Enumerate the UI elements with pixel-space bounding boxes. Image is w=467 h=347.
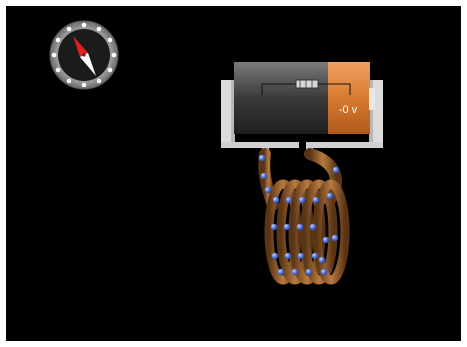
electron <box>271 252 279 260</box>
electron <box>283 223 291 231</box>
electron <box>277 268 285 276</box>
electron <box>264 186 272 194</box>
electron <box>331 234 339 242</box>
battery-positive-terminal <box>328 62 370 134</box>
electron <box>298 196 306 204</box>
electron <box>260 172 268 180</box>
electron <box>309 223 317 231</box>
compass[interactable] <box>49 20 119 90</box>
battery[interactable] <box>234 62 375 134</box>
electron <box>258 154 266 162</box>
electron <box>285 196 293 204</box>
battery-voltage-label: -0 v <box>338 104 358 116</box>
electron <box>284 252 292 260</box>
compass-bezel-dots <box>51 22 117 88</box>
compass-needle-south <box>80 53 96 76</box>
electron <box>291 268 299 276</box>
electron <box>296 223 304 231</box>
electron <box>270 223 278 231</box>
electron <box>311 252 319 260</box>
compass-needle-north <box>73 36 88 57</box>
electron <box>318 256 326 264</box>
electron <box>320 268 328 276</box>
electron <box>322 236 330 244</box>
electron <box>332 166 340 174</box>
electron <box>312 196 320 204</box>
electron <box>272 196 280 204</box>
coil-loop <box>300 179 338 285</box>
electron <box>326 192 334 200</box>
electron <box>297 252 305 260</box>
battery-internal-resistor <box>261 79 351 95</box>
wire-coil <box>258 148 350 285</box>
battery-body <box>234 62 330 134</box>
coil-loop <box>312 179 350 285</box>
electron <box>305 268 313 276</box>
